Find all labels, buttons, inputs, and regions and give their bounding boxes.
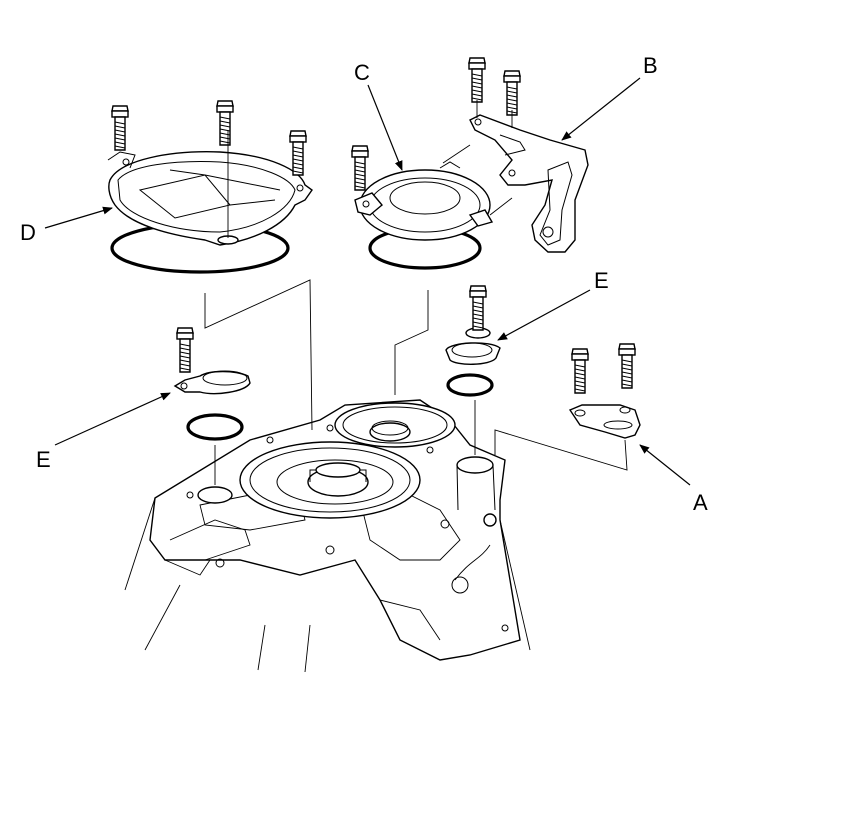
cap-e-left-oring — [186, 413, 244, 441]
cover-c — [354, 161, 494, 270]
transmission-case — [124, 399, 531, 673]
callout-label-a: A — [693, 490, 708, 515]
callout-label-e-left: E — [36, 447, 51, 472]
callout-label-e-right: E — [594, 268, 609, 293]
stay-a — [568, 404, 641, 439]
callout-label-d: D — [20, 220, 36, 245]
callout-labels: A B C D E E — [20, 53, 708, 515]
callout-label-b: B — [643, 53, 658, 78]
callout-label-c: C — [354, 60, 370, 85]
alignment-lines — [204, 100, 628, 485]
leader-a — [639, 444, 691, 486]
leader-e-left — [54, 392, 171, 446]
cap-e-right-oring — [446, 373, 494, 397]
leader-lines — [44, 77, 691, 486]
bracket-b — [469, 114, 589, 253]
leader-c — [367, 84, 403, 171]
cover-d — [107, 151, 313, 274]
cap-e-left — [173, 370, 251, 441]
cap-e-right — [445, 327, 501, 397]
leader-e-right — [497, 289, 591, 341]
leader-b — [561, 77, 641, 141]
leader-d — [44, 206, 113, 229]
